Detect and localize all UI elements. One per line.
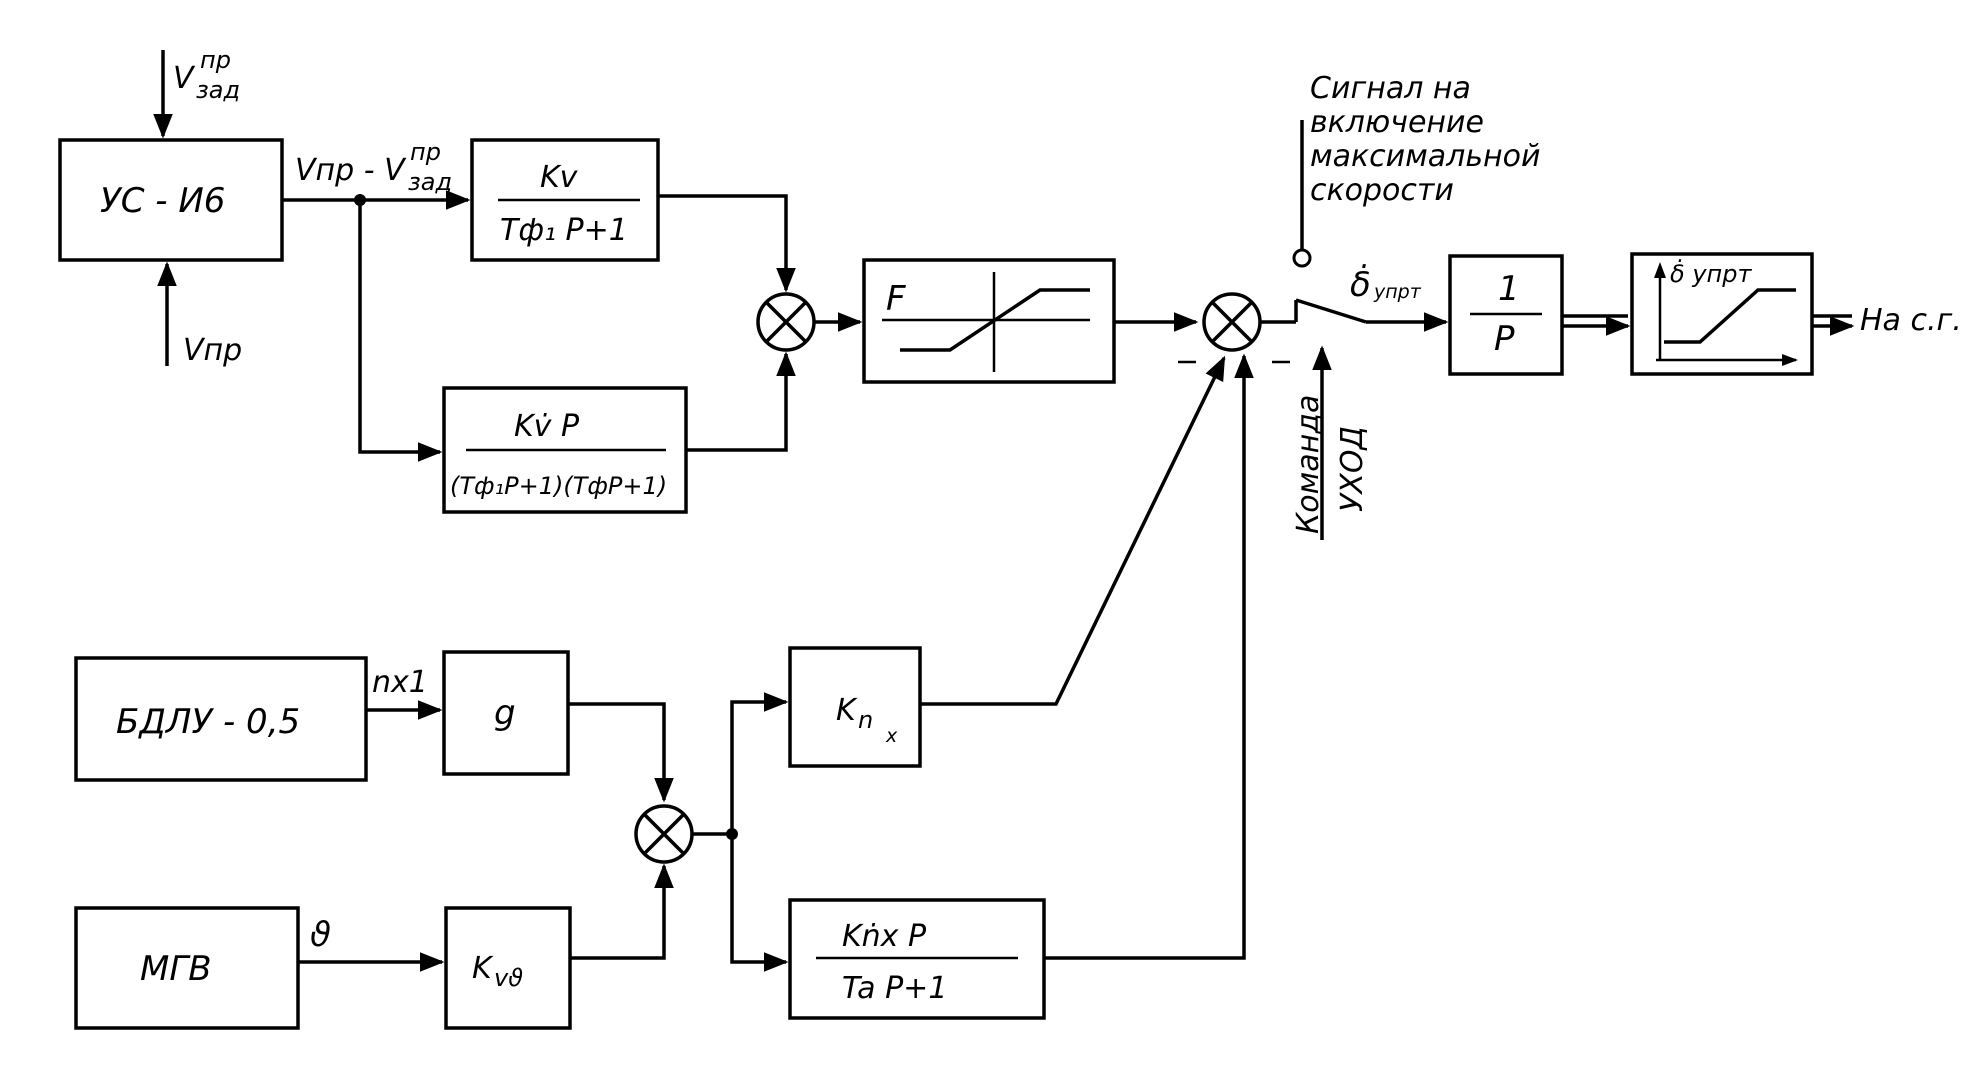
kn-dot-transfer-block: Kṅx P Ta P+1 (788, 898, 1046, 1020)
us-i6-block: УС - И6 (58, 138, 284, 262)
kn-label: K (836, 693, 858, 728)
delta-dot-sub: упрт (1373, 281, 1422, 303)
nx1-label: nx1 (372, 665, 428, 700)
summing-junction-1 (756, 292, 816, 352)
delta-dot-label: δ̇ (1350, 264, 1371, 305)
kv-dot-denominator: (Tф₁P+1)(TфP+1) (450, 472, 667, 500)
kv-numerator: Kv (540, 160, 579, 195)
signal-text-line3: максимальной (1310, 139, 1540, 174)
us-i6-label: УС - И6 (100, 181, 225, 221)
summing-junction-3 (634, 804, 694, 864)
integrator-num: 1 (1498, 269, 1520, 309)
signal-text-line2: включение (1310, 105, 1484, 140)
kn-dot-numerator: Kṅx P (842, 919, 927, 954)
kv-dot-transfer-block: Kv̇ P (Tф₁P+1)(TфP+1) (442, 386, 688, 514)
mgv-block: МГВ (74, 906, 300, 1030)
limiter-block: δ̇ упрт (1630, 252, 1814, 376)
kn-dot-denominator: Ta P+1 (842, 971, 947, 1006)
summing-junction-2 (1178, 292, 1290, 364)
f-label: F (886, 279, 906, 319)
v-pr-input: Vпр (157, 261, 242, 368)
bdlu-block: БДЛУ - 0,5 (74, 656, 368, 782)
integrator-den: P (1494, 319, 1515, 359)
v-zad-label: V (173, 61, 196, 96)
bdlu-label: БДЛУ - 0,5 (116, 702, 300, 742)
signal-text-line1: Сигнал на (1310, 71, 1471, 106)
f-nonlinearity-block: F (862, 258, 1116, 384)
g-label: g (494, 693, 516, 733)
output-label: На с.г. (1860, 303, 1962, 338)
max-speed-switch (1292, 120, 1449, 332)
command-uhod: Команда УХОД (1291, 345, 1370, 540)
v-zad-input: V пр зад (153, 46, 240, 139)
kv-theta-label: K (472, 951, 494, 986)
v-diff-sup: пр (410, 138, 441, 166)
v-zad-sup: пр (200, 46, 231, 74)
kv-theta-sub: vϑ (494, 964, 523, 992)
v-diff-sub: зад (408, 168, 452, 196)
kv-theta-block: K vϑ (444, 906, 572, 1030)
command-line1: Команда (1291, 395, 1326, 534)
v-pr-label: Vпр (183, 333, 242, 368)
command-line2: УХОД (1335, 426, 1370, 512)
mgv-label: МГВ (140, 949, 212, 989)
kn-sub: n (858, 706, 873, 734)
kv-denominator: Tф₁ P+1 (500, 213, 628, 248)
g-block: g (442, 650, 570, 776)
v-zad-sub: зад (196, 76, 240, 104)
kn-subsub: x (885, 725, 898, 747)
theta-label: ϑ (310, 915, 331, 955)
v-diff-label: Vпр - V (295, 153, 407, 188)
signal-text-line4: скорости (1310, 173, 1454, 208)
kv-transfer-block: Kv Tф₁ P+1 (470, 138, 660, 262)
kn-block: K n x (788, 646, 922, 768)
kv-dot-numerator: Kv̇ P (514, 409, 580, 444)
integrator-block: 1 P (1448, 254, 1564, 376)
v-diff-signal: Vпр - V пр зад (282, 138, 471, 462)
limiter-label: δ̇ упрт (1670, 259, 1752, 288)
